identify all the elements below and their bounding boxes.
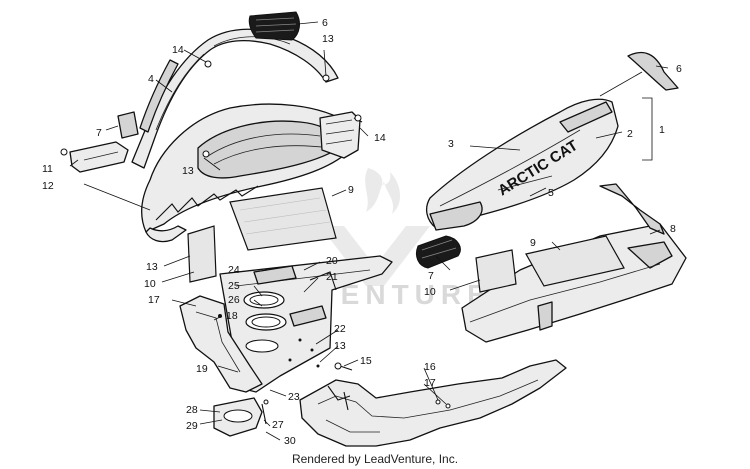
callout-17-right: 17: [424, 377, 436, 389]
assembly-bracket: [642, 97, 653, 161]
belly-pan-right: [299, 359, 567, 447]
callout-7-left: 7: [96, 127, 102, 139]
callout-14-left: 14: [172, 44, 184, 56]
callout-10-left: 10: [144, 278, 156, 290]
callout-12: 12: [42, 180, 54, 192]
foam-pad-right: [525, 235, 625, 287]
callout-22: 22: [334, 323, 346, 335]
callout-3: 3: [448, 138, 454, 150]
callout-29: 29: [186, 420, 198, 432]
callout-18: 18: [226, 310, 238, 322]
callout-8: 8: [670, 223, 676, 235]
callout-25: 25: [228, 280, 240, 292]
callout-numbers: 1 2 3 4 5 6 6 7 7 8 9 9 10 10 11 12 13 1…: [42, 17, 682, 447]
headlight-grille-top: [248, 11, 300, 41]
callout-16: 16: [424, 361, 436, 373]
callout-9-right: 9: [530, 237, 536, 249]
mirror-bracket-left: [117, 111, 139, 139]
callout-4: 4: [148, 73, 154, 85]
deflector-right: [627, 51, 679, 91]
callout-9-left: 9: [348, 184, 354, 196]
callout-13-low: 13: [146, 261, 158, 273]
callout-27: 27: [272, 419, 284, 431]
lower-side-panel: [461, 183, 687, 343]
callout-28: 28: [186, 404, 198, 416]
callout-19: 19: [196, 363, 208, 375]
side-foam-right: [475, 249, 517, 293]
side-bracket: [60, 141, 129, 173]
callout-5: 5: [548, 187, 554, 199]
fastener-15: [316, 362, 353, 371]
callout-6-right: 6: [676, 63, 682, 75]
side-panel-assembly: ARCTIC CAT: [425, 98, 619, 231]
callout-24: 24: [228, 264, 240, 276]
callout-23: 23: [288, 391, 300, 403]
callout-6-top: 6: [322, 17, 328, 29]
callout-30: 30: [284, 435, 296, 447]
belly-pan-lower: [213, 397, 269, 437]
headlight-grille-right: [415, 235, 461, 269]
belly-pan-center: [219, 255, 393, 393]
callout-20: 20: [326, 255, 338, 267]
callout-13-mid: 13: [182, 165, 194, 177]
callout-17-left: 17: [148, 294, 160, 306]
foam-pad-left: [229, 187, 337, 251]
hood-shell: [140, 103, 361, 243]
callout-14-right: 14: [374, 132, 386, 144]
footer-credit: Rendered by LeadVenture, Inc.: [291, 452, 459, 466]
callout-11: 11: [42, 163, 53, 175]
callout-1: 1: [659, 124, 665, 136]
callout-10-right: 10: [424, 286, 436, 298]
belly-pan-side: [179, 295, 263, 393]
leader-lines: [69, 21, 669, 441]
callout-15: 15: [360, 355, 372, 367]
callout-26: 26: [228, 294, 240, 306]
callout-7-right: 7: [428, 270, 434, 282]
callout-13-center: 13: [334, 340, 346, 352]
callout-21: 21: [326, 271, 338, 283]
side-panel-foam: [187, 225, 217, 283]
callout-2: 2: [627, 128, 633, 140]
callout-13-top: 13: [322, 33, 334, 45]
fasteners-hood: [202, 60, 363, 158]
